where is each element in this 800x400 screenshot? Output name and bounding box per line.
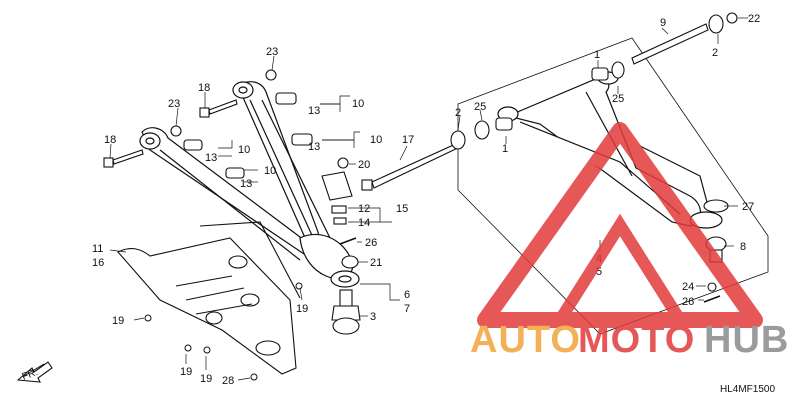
label-19-d: 19: [200, 373, 212, 385]
label-11: 11: [92, 243, 103, 255]
watermark-text-1: AUTO: [470, 319, 581, 361]
screws: [144, 282, 303, 381]
label-12: 12: [358, 203, 370, 215]
bracket-12: [321, 171, 353, 225]
holders: [183, 92, 313, 179]
watermark-text-3: HUB: [704, 319, 789, 361]
label-26-a: 26: [365, 237, 377, 249]
label-20: 20: [358, 159, 370, 171]
label-2-b: 2: [455, 107, 461, 119]
label-17: 17: [402, 134, 414, 146]
label-21: 21: [370, 257, 382, 269]
label-6: 6: [404, 289, 410, 301]
label-1-a: 1: [594, 49, 600, 61]
skid-plate: [117, 221, 301, 375]
label-26-b: 26: [682, 296, 694, 308]
label-19-b: 19: [112, 315, 124, 327]
label-10-a: 10: [352, 98, 364, 110]
shaft-9: [631, 12, 738, 65]
upper-arm-box: [457, 37, 769, 335]
label-13-d: 13: [240, 178, 252, 190]
bushings-right: [450, 61, 625, 150]
label-18-a: 18: [198, 82, 210, 94]
lower-arm-left: [139, 81, 360, 288]
watermark-logo: AUTO MOTO HUB: [470, 122, 789, 361]
direction-label: FR.: [21, 367, 40, 383]
label-19-c: 19: [180, 366, 192, 378]
label-16: 16: [92, 257, 104, 269]
label-19-a: 19: [296, 303, 308, 315]
label-9: 9: [660, 17, 666, 29]
label-23-b: 23: [168, 98, 180, 110]
label-13-b: 13: [308, 141, 320, 153]
label-18-b: 18: [104, 134, 116, 146]
cotter-pin-26: [339, 237, 357, 245]
bolt-18-left: [103, 149, 144, 168]
label-22: 22: [748, 13, 760, 25]
callout-labels: 23 18 23 18 10 13 10 13 10 13 10 13 17 2…: [92, 13, 760, 387]
label-10-d: 10: [264, 165, 276, 177]
label-3: 3: [370, 311, 376, 323]
bolt-18-top: [199, 99, 238, 118]
label-5: 5: [596, 266, 602, 278]
label-13-a: 13: [308, 105, 320, 117]
diagram-code: HL4MF1500: [720, 384, 775, 395]
label-23-a: 23: [266, 46, 278, 58]
label-7: 7: [404, 303, 410, 315]
front-arrow-icon: [16, 361, 53, 383]
label-14: 14: [358, 217, 370, 229]
leader-lines: [109, 17, 748, 381]
label-13-c: 13: [205, 152, 217, 164]
label-15: 15: [396, 203, 408, 215]
label-24: 24: [682, 281, 694, 293]
label-25-b: 25: [474, 101, 486, 113]
label-10-b: 10: [370, 134, 382, 146]
watermark-text-2: MOTO: [578, 319, 695, 361]
label-25-a: 25: [612, 93, 624, 105]
label-27: 27: [742, 201, 754, 213]
label-28: 28: [222, 375, 234, 387]
nuts: [170, 69, 359, 269]
label-8: 8: [740, 241, 746, 253]
ball-joint-3: [331, 289, 361, 335]
label-2-a: 2: [712, 47, 718, 59]
bolt-17: [361, 141, 463, 191]
label-1-b: 1: [502, 143, 508, 155]
label-10-c: 10: [238, 144, 250, 156]
